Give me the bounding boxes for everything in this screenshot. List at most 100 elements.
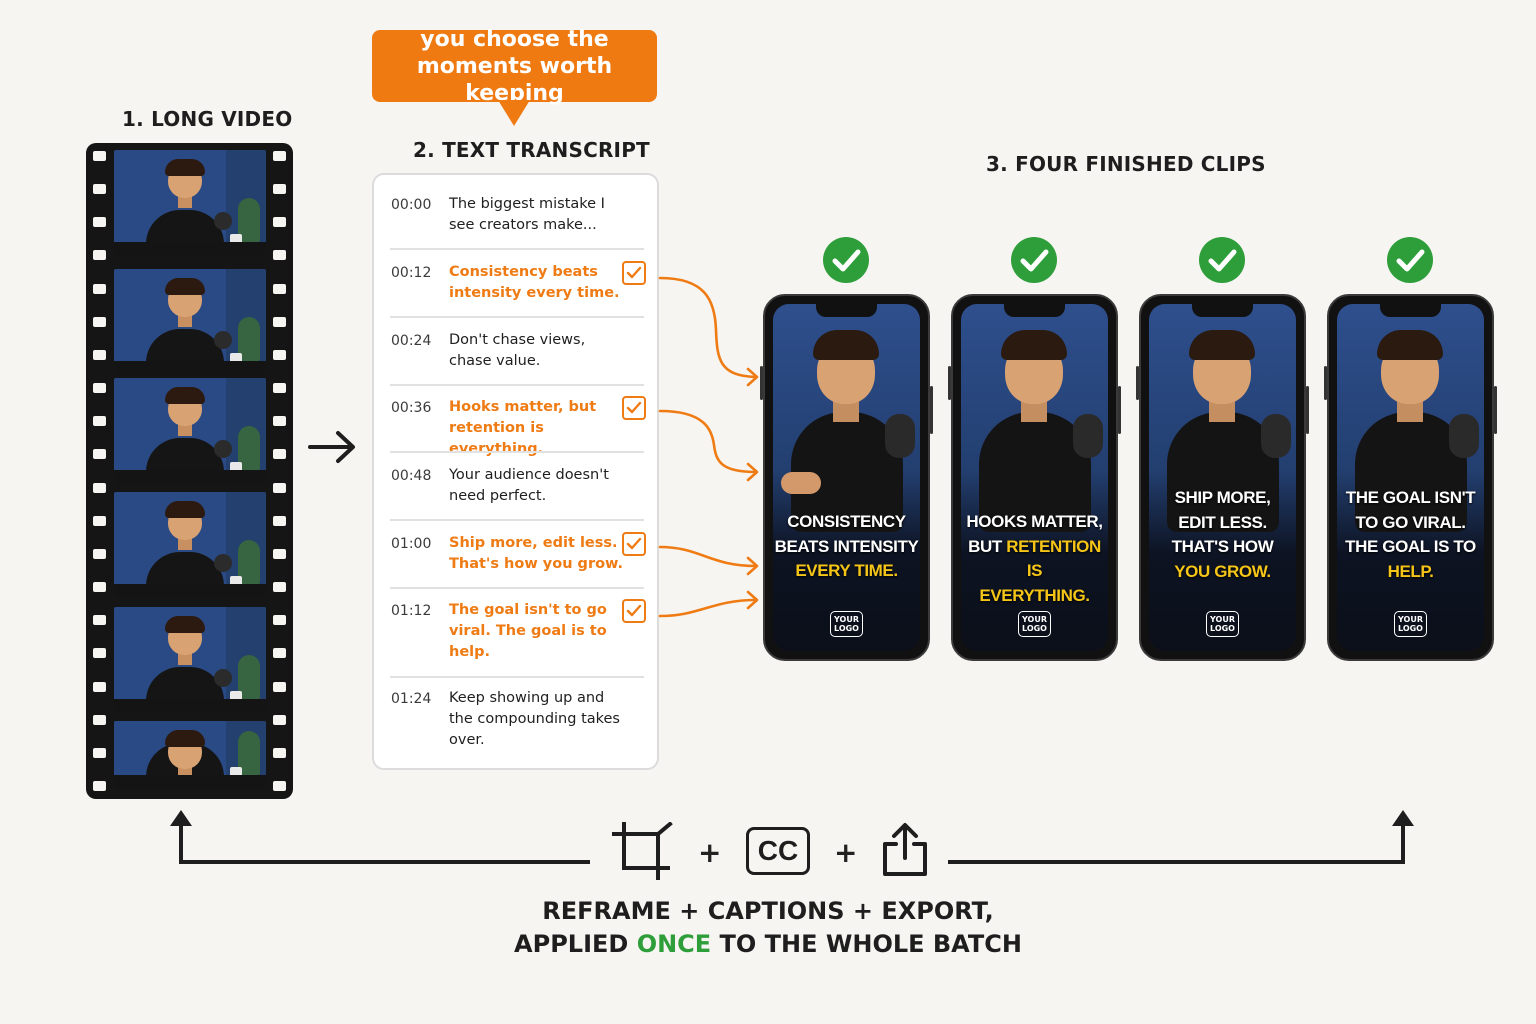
plus-sign: + <box>698 836 722 869</box>
success-check-icon <box>823 237 869 283</box>
logo-watermark: YOUR LOGO <box>1394 611 1427 637</box>
section-title-long-video: 1. LONG VIDEO <box>122 107 293 131</box>
frame-mug <box>230 353 242 363</box>
film-hole <box>273 582 286 593</box>
phone-notch <box>816 304 877 317</box>
batch-summary-post: TO THE WHOLE BATCH <box>711 930 1022 958</box>
film-hole <box>273 714 286 725</box>
film-hole <box>273 383 286 394</box>
phone-side-button <box>1306 386 1309 434</box>
transcript-line: The biggest mistake I see creators make.… <box>449 196 605 233</box>
film-hole <box>93 383 106 394</box>
film-hole <box>93 250 106 261</box>
caption-text: BUT <box>968 536 1007 556</box>
film-hole <box>93 615 106 626</box>
phone-notch <box>1380 304 1441 317</box>
selection-checkbox[interactable] <box>622 532 646 556</box>
logo-watermark: YOUR LOGO <box>1206 611 1239 637</box>
film-perforations-right <box>273 151 286 791</box>
callout-text: you choose the moments worth keeping <box>416 26 613 106</box>
frame-hair <box>165 159 205 176</box>
frame-torso <box>146 329 224 367</box>
batch-summary-once: ONCE <box>636 930 712 958</box>
caption-highlight: RETENTION IS <box>1006 536 1101 581</box>
speaker-shirt <box>979 412 1091 532</box>
frame-desk <box>114 361 266 375</box>
selection-checkbox[interactable] <box>622 396 646 420</box>
film-strip <box>86 143 293 799</box>
film-hole <box>93 548 106 559</box>
transcript-timestamp: 01:12 <box>391 603 432 619</box>
frame-mug <box>230 234 242 244</box>
frame-torso <box>146 210 224 248</box>
film-hole <box>273 515 286 526</box>
transcript-timestamp: 00:12 <box>391 265 432 281</box>
check-icon <box>626 604 642 617</box>
caption-line: THE GOAL ISN'T <box>1345 488 1476 507</box>
frame-desk <box>114 242 266 256</box>
video-frame <box>114 607 266 713</box>
speaker-hair <box>813 330 879 360</box>
section-title-clips: 3. FOUR FINISHED CLIPS <box>986 152 1266 176</box>
captions-icon: CC <box>746 827 810 875</box>
film-hole <box>93 283 106 294</box>
caption-highlight: YOU GROW. <box>1174 561 1271 581</box>
frame-mug <box>230 462 242 472</box>
selection-checkbox[interactable] <box>622 599 646 623</box>
frame-mug <box>230 576 242 586</box>
film-hole <box>273 217 286 228</box>
video-frame <box>114 378 266 484</box>
film-hole <box>273 482 286 493</box>
caption-line: HOOKS MATTER, <box>966 512 1103 531</box>
speaker-hair <box>1189 330 1255 360</box>
video-frame <box>114 721 266 789</box>
frame-hair <box>165 616 205 633</box>
transcript-line-selected: The goal isn't to go viral. The goal is … <box>449 602 607 660</box>
microphone <box>1449 414 1479 458</box>
callout-bubble: you choose the moments worth keeping <box>372 27 657 106</box>
frame-mic <box>214 440 232 458</box>
speaker-shirt <box>1355 412 1467 532</box>
share-export-icon <box>883 823 927 876</box>
transcript-divider <box>390 587 644 589</box>
frame-hair <box>165 730 205 747</box>
film-hole <box>93 482 106 493</box>
frame-plant <box>238 655 260 699</box>
video-frame <box>114 150 266 256</box>
film-hole <box>93 582 106 593</box>
film-hole <box>93 515 106 526</box>
speaker-shirt <box>1167 412 1279 532</box>
phone-notch <box>1192 304 1253 317</box>
film-hole <box>273 349 286 360</box>
check-icon <box>626 266 642 279</box>
film-hole <box>93 449 106 460</box>
film-hole <box>93 349 106 360</box>
phone-side-button <box>948 366 951 400</box>
transcript-line: Keep showing up and the compounding take… <box>449 690 620 748</box>
frame-mug <box>230 767 242 777</box>
caption-line: BEATS INTENSITY <box>774 536 919 556</box>
phone-side-button <box>1324 366 1327 400</box>
film-hole <box>273 648 286 659</box>
transcript-divider <box>390 519 644 521</box>
plus-sign: + <box>834 836 858 869</box>
phone-side-button <box>930 386 933 434</box>
frame-desk <box>114 470 266 484</box>
film-hole <box>93 780 106 791</box>
frame-torso <box>146 438 224 476</box>
frame-mic <box>214 331 232 349</box>
frame-torso <box>146 552 224 590</box>
frame-mug <box>230 691 242 701</box>
film-perforations-left <box>93 151 106 791</box>
film-hole <box>93 681 106 692</box>
speaker-hair <box>1001 330 1067 360</box>
selection-checkbox[interactable] <box>622 261 646 285</box>
